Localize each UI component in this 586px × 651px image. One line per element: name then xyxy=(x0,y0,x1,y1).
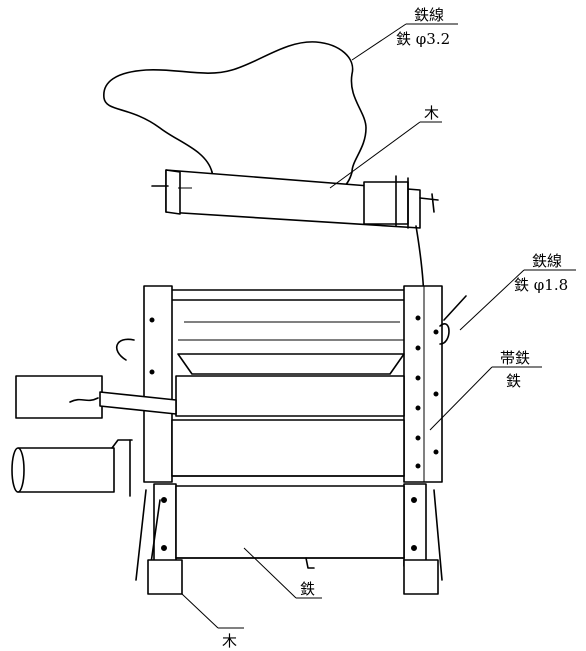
label-top-wire-spec: 鉄 φ3.2 xyxy=(396,30,450,48)
label-band-iron-material: 帯鉄 xyxy=(500,349,530,367)
label-side-wire-material: 鉄線 xyxy=(532,252,562,270)
leader-lines xyxy=(181,23,576,629)
label-base-iron: 鉄 xyxy=(300,580,315,598)
label-base-wood: 木 xyxy=(222,632,237,650)
main-frame xyxy=(143,285,467,483)
label-top-wire-material: 鉄線 xyxy=(414,6,444,24)
label-band-iron-spec: 鉄 xyxy=(506,372,521,390)
base-stand xyxy=(135,483,443,595)
top-wooden-beam xyxy=(151,169,439,229)
label-side-wire-spec: 鉄 φ1.8 xyxy=(514,276,568,294)
label-top-wood: 木 xyxy=(424,104,439,122)
top-wire-loop xyxy=(103,41,367,173)
left-cylinders xyxy=(11,338,177,497)
